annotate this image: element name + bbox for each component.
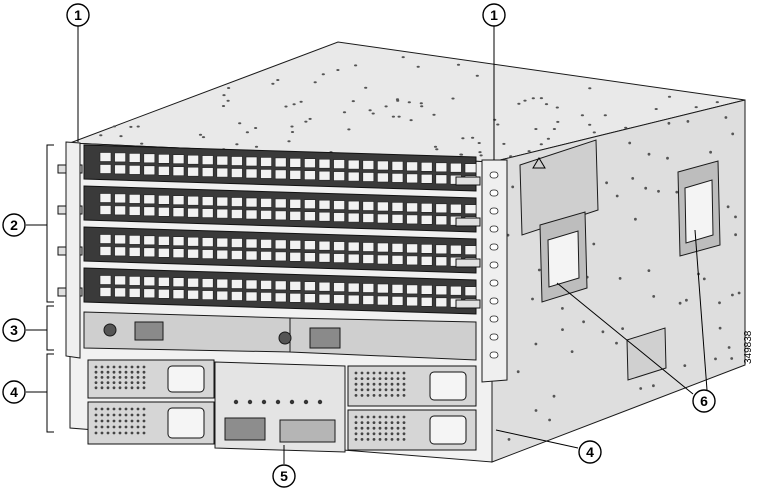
svg-text:3: 3 (10, 322, 18, 338)
power-supply-units (87, 359, 477, 451)
warning-triangle-icon (532, 157, 546, 169)
right-mounting-rail (481, 159, 508, 383)
power-supply (347, 409, 477, 451)
callout-4-right: 4 (578, 440, 602, 464)
line-cards (57, 144, 481, 315)
line-card (57, 185, 481, 233)
power-supply (87, 401, 215, 445)
supervisor-modules (83, 311, 477, 361)
callout-1-right: 1 (482, 3, 506, 27)
side-label-plate (519, 139, 599, 236)
line-card (57, 226, 481, 274)
callout-3: 3 (2, 318, 26, 342)
side-handle-front (539, 211, 588, 303)
fabric-module (214, 361, 346, 453)
side-handle-rear (677, 160, 721, 257)
power-supply (347, 365, 477, 407)
svg-text:5: 5 (280, 468, 288, 484)
svg-text:4: 4 (10, 384, 18, 400)
callout-4-left: 4 (2, 380, 26, 404)
line-card (57, 144, 481, 192)
power-supply (87, 359, 215, 399)
svg-text:6: 6 (700, 393, 708, 409)
callout-1-left: 1 (66, 3, 90, 27)
svg-text:1: 1 (74, 7, 82, 23)
svg-text:1: 1 (490, 7, 498, 23)
side-access-panel (626, 327, 667, 381)
leader-lines (26, 26, 708, 464)
callout-5: 5 (272, 464, 296, 488)
callout-brackets (46, 144, 54, 433)
svg-text:2: 2 (10, 217, 18, 233)
callout-6: 6 (692, 389, 716, 413)
art-id: 349838 (743, 330, 754, 364)
svg-text:4: 4 (586, 444, 594, 460)
left-mounting-rail (65, 141, 81, 359)
callout-2: 2 (2, 213, 26, 237)
